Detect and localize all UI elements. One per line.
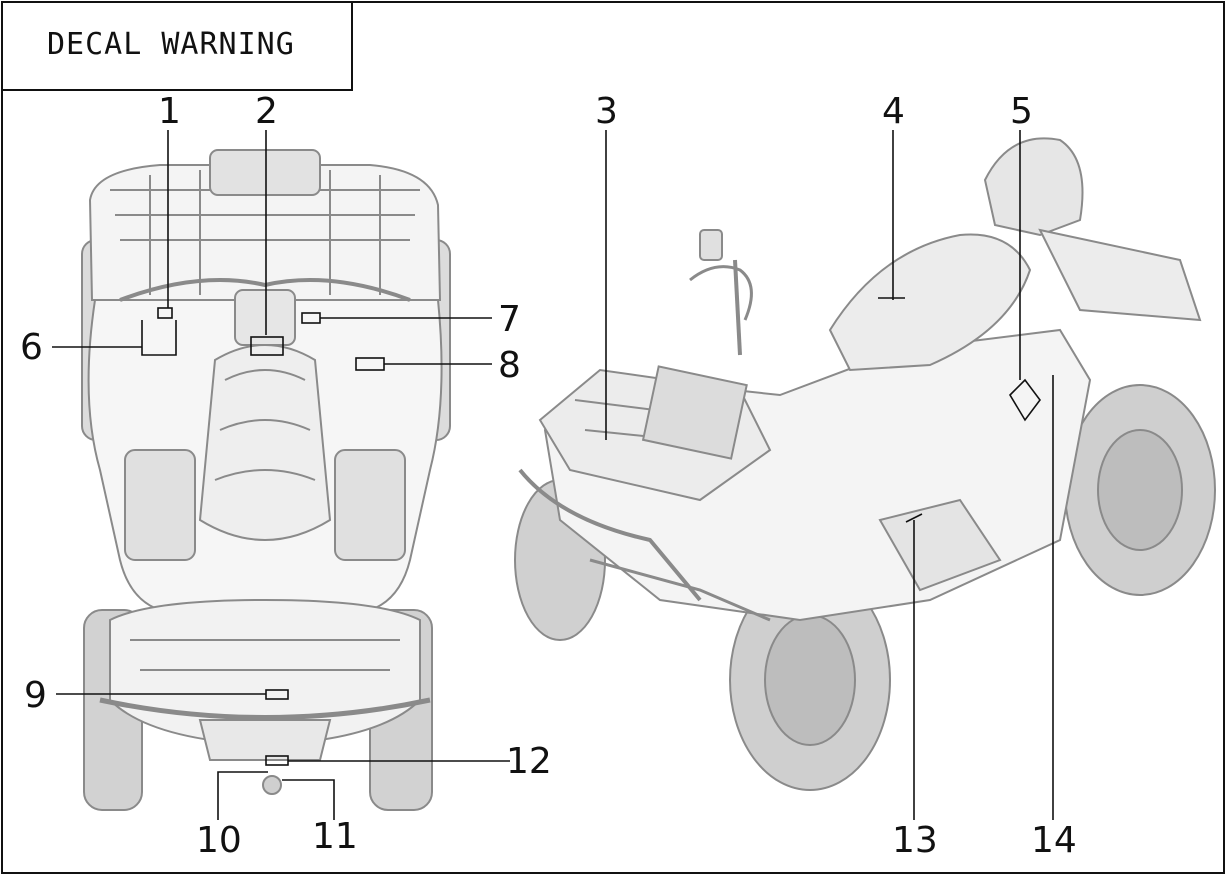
callout-14: 14	[1031, 820, 1077, 861]
callout-1: 1	[158, 91, 181, 132]
atv-top-view	[81, 149, 451, 811]
callout-13: 13	[892, 820, 938, 861]
callout-2: 2	[255, 91, 278, 132]
callout-5: 5	[1010, 91, 1033, 132]
leader-lines	[52, 130, 1054, 820]
callout-4: 4	[882, 91, 905, 132]
callout-8: 8	[498, 345, 521, 386]
title-box: DECAL WARNING	[1, 1, 353, 91]
callout-10: 10	[196, 820, 242, 861]
atv-perspective-view	[514, 137, 1216, 791]
callout-9: 9	[24, 675, 47, 716]
callout-labels: 1 2 3 4 5 6 7 8 9 10 11 12 13 14	[20, 91, 1077, 861]
page-title: DECAL WARNING	[47, 27, 295, 62]
callout-3: 3	[595, 91, 618, 132]
callout-11: 11	[312, 816, 358, 857]
callout-12: 12	[506, 741, 552, 782]
callout-6: 6	[20, 327, 43, 368]
callout-7: 7	[498, 299, 521, 340]
